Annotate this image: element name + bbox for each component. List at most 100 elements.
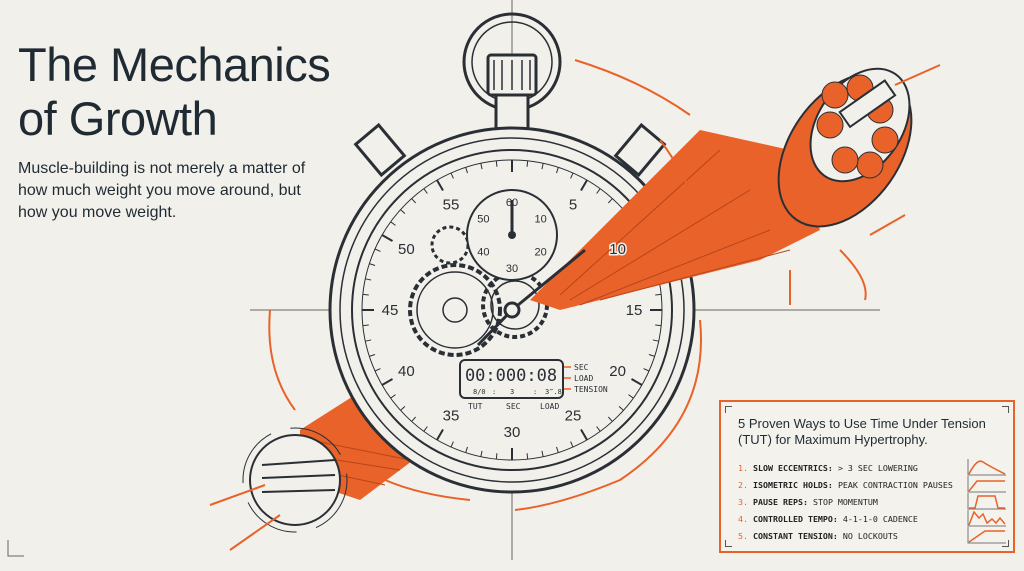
- muscle-bundle-upper-right: [268, 59, 941, 511]
- list-item: 3. PAUSE REPS: STOP MOMENTUM: [738, 494, 953, 511]
- dial-tick: [495, 453, 498, 460]
- tut-list: 1. SLOW ECCENTRICS: > 3 SEC LOWERING 2. …: [738, 460, 953, 545]
- dial-tick: [631, 378, 643, 386]
- dial-tick: [556, 167, 559, 174]
- dial-tick: [390, 221, 396, 226]
- dial-tick: [450, 172, 454, 179]
- dial-tick: [596, 426, 601, 432]
- dial-tick: [423, 188, 428, 194]
- item-number: 2.: [738, 480, 748, 490]
- display-sub-value: 3‴.8: [545, 388, 562, 396]
- stopwatch-crown: [353, 12, 667, 178]
- display-side-label: SEC: [574, 363, 589, 372]
- dial-tick: [365, 278, 372, 281]
- dial-tick: [369, 354, 376, 357]
- item-key: CONSTANT TENSION:: [753, 531, 838, 541]
- dial-tick: [365, 339, 372, 342]
- dial-tick: [495, 160, 498, 167]
- dial-tick: [607, 198, 613, 204]
- dial-tick: [423, 426, 428, 432]
- item-number: 4.: [738, 514, 748, 524]
- item-number: 5.: [738, 531, 748, 541]
- display-side-label: TENSION: [574, 385, 608, 394]
- display-side-label: LOAD: [574, 374, 593, 383]
- dial-tick: [607, 416, 613, 422]
- dial-number: 25: [565, 408, 582, 425]
- dial-tick: [541, 450, 544, 457]
- subdial-number: 50: [477, 214, 489, 226]
- dial-tick: [362, 293, 369, 296]
- stopwatch-hands: [476, 248, 586, 347]
- display-bottom-label: TUT: [468, 402, 483, 411]
- display-time: 00:000:08: [465, 366, 557, 386]
- digital-display: 00:000:08 8/0 : 3 : 3‴.8 TUT SEC LOAD SE…: [459, 359, 608, 411]
- dial-tick: [652, 339, 659, 342]
- dial-tick: [655, 324, 662, 327]
- tut-tips-panel: 5 Proven Ways to Use Time Under Tension …: [719, 400, 1015, 553]
- dial-tick: [374, 368, 381, 372]
- dial-tick: [381, 234, 393, 242]
- subdial-number: 60: [506, 197, 518, 209]
- panel-corner: [725, 540, 732, 547]
- wave-curve-icon: [967, 510, 1006, 527]
- item-key: PAUSE REPS:: [753, 497, 808, 507]
- dial-tick: [643, 368, 650, 372]
- dial-number: 20: [609, 363, 626, 380]
- dial-tick: [362, 324, 369, 327]
- dial-number: 35: [443, 408, 460, 425]
- dial-tick: [580, 179, 588, 191]
- dial-number: 45: [382, 302, 399, 319]
- item-value: STOP MOMENTUM: [812, 497, 878, 507]
- display-sub-value: 3: [510, 388, 514, 396]
- item-key: ISOMETRIC HOLDS:: [753, 480, 833, 490]
- item-value: 4-1-1-0 CADENCE: [842, 514, 918, 524]
- item-key: SLOW ECCENTRICS:: [753, 463, 833, 473]
- panel-corner: [1002, 406, 1009, 413]
- panel-corner: [1002, 540, 1009, 547]
- list-item: 5. CONSTANT TENSION: NO LOCKOUTS: [738, 528, 953, 545]
- title-line-2: of Growth: [18, 92, 218, 145]
- item-value: NO LOCKOUTS: [842, 531, 898, 541]
- dial-tick: [436, 179, 444, 191]
- ramp-curve-icon: [967, 527, 1006, 544]
- display-sub-value: :: [492, 388, 496, 396]
- dial-tick: [374, 248, 381, 252]
- dial-number: 5: [569, 196, 577, 213]
- dial-number: 40: [398, 363, 415, 380]
- decay-curve-icon: [967, 459, 1006, 476]
- item-number: 3.: [738, 497, 748, 507]
- dial-tick: [436, 429, 444, 441]
- dial-tick: [655, 293, 662, 296]
- item-value: PEAK CONTRACTION PAUSES: [837, 480, 953, 490]
- dial-tick: [390, 394, 396, 399]
- dial-number: 55: [443, 196, 460, 213]
- dial-tick: [526, 160, 529, 167]
- dial-tick: [480, 163, 483, 170]
- title-line-1: The Mechanics: [18, 38, 331, 91]
- dial-tick: [580, 429, 588, 441]
- subdial: [466, 189, 558, 281]
- dial-tick: [465, 167, 468, 174]
- dial-tick: [570, 441, 574, 448]
- plateau-curve-icon: [967, 476, 1006, 493]
- dial-tick: [381, 378, 393, 386]
- item-value: > 3 SEC LOWERING: [837, 463, 918, 473]
- dial-tick: [400, 209, 406, 215]
- subdial-number: 10: [534, 214, 546, 226]
- dial-tick: [541, 163, 544, 170]
- dial-tick: [526, 453, 529, 460]
- dial-number: 10: [609, 241, 626, 258]
- display-bottom-label: SEC: [506, 402, 521, 411]
- dial-tick: [570, 172, 574, 179]
- dial-tick: [480, 450, 483, 457]
- subdial-number: 40: [477, 247, 489, 259]
- dial-tick: [465, 446, 468, 453]
- list-item: 2. ISOMETRIC HOLDS: PEAK CONTRACTION PAU…: [738, 477, 953, 494]
- panel-corner: [725, 406, 732, 413]
- dial-tick: [596, 188, 601, 194]
- list-item: 4. CONTROLLED TEMPO: 4-1-1-0 CADENCE: [738, 511, 953, 528]
- dial-tick: [450, 441, 454, 448]
- subdial-number: 30: [506, 263, 518, 275]
